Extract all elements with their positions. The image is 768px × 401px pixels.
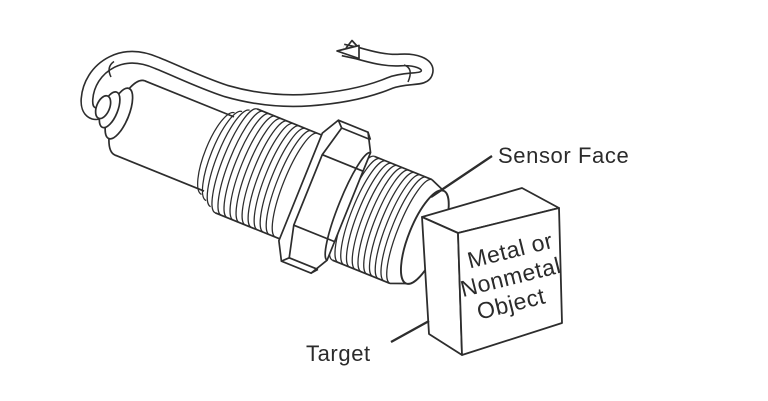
hex-nut-chamfer-lines [288, 127, 372, 274]
thread-rear-silhouette [214, 108, 323, 241]
thread-front-silhouette [332, 155, 445, 285]
sensor-body [108, 79, 450, 285]
hex-nut-right-edge [324, 151, 371, 261]
target-box [421, 187, 563, 356]
cable-tip-notch [345, 39, 358, 49]
target-box-front-face [457, 207, 563, 356]
target-label: Target [306, 341, 371, 366]
cable-cut-tip [336, 44, 360, 60]
hex-nut [278, 119, 372, 275]
gland-ring-small [94, 94, 112, 120]
sensor-face-label: Sensor Face [498, 143, 629, 168]
cable-loop-inner-curl [403, 64, 411, 83]
thread-section-rear [197, 108, 318, 238]
target-box-left-face [421, 216, 463, 356]
sensor-cable [80, 39, 434, 121]
cable-gland [94, 87, 134, 140]
cable-core [81, 45, 433, 119]
cable-gland-curl [108, 60, 115, 78]
rear-cap-edges [114, 80, 235, 192]
hex-nut-facet-lines [293, 153, 364, 243]
hex-nut-end-face [281, 119, 343, 262]
target-leader-line [390, 319, 430, 344]
rear-cap-body [115, 80, 234, 192]
sensor-face-leader-line [430, 155, 493, 198]
